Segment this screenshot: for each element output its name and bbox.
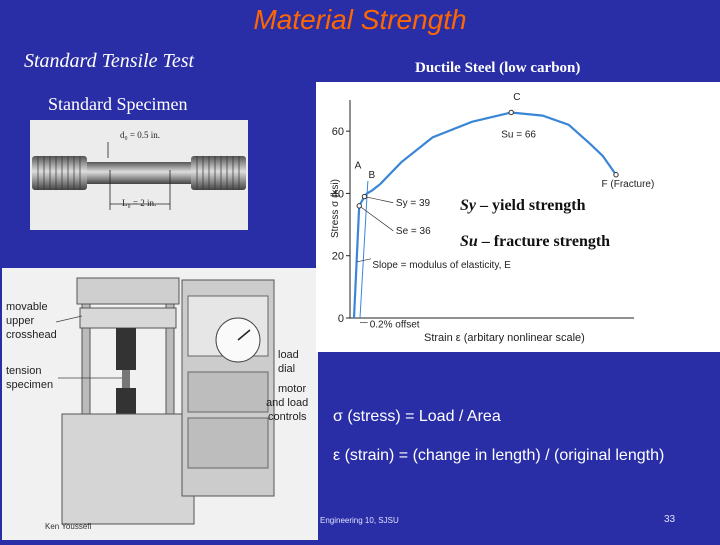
- stress-formula: σ (stress) = Load / Area: [333, 408, 501, 425]
- annotation-leader: [359, 205, 394, 232]
- annotation-leader: [364, 196, 394, 204]
- l0-label: L₀ = 2 in.: [122, 198, 156, 208]
- chart-point: [356, 203, 362, 209]
- chart-point: [361, 193, 368, 200]
- chart-point: [613, 172, 619, 178]
- tensile-machine-image: movable upper crosshead tension specimen…: [2, 268, 318, 540]
- point-c-label: C: [513, 92, 520, 103]
- legend-yield-strength: Sy – yield strength: [460, 197, 585, 215]
- machine-label-controls: controls: [268, 411, 307, 423]
- strain-formula: ε (strain) = (change in length) / (origi…: [333, 447, 665, 464]
- threaded-end-right: [191, 156, 246, 190]
- annotation-leader: [356, 258, 372, 263]
- machine-label-dial: dial: [278, 363, 295, 375]
- machine-label-motor: motor: [278, 383, 306, 395]
- legend-su-symbol: Su: [460, 233, 478, 250]
- slide-title: Material Strength: [253, 4, 467, 35]
- stress-strain-chart: Stress σ (ksi) Strain ε (arbitary nonlin…: [316, 82, 720, 352]
- y-tick-label: 60: [332, 126, 344, 138]
- tension-specimen: [122, 370, 130, 388]
- machine-label-movable: movable: [6, 301, 48, 313]
- machine-label-load: load: [278, 349, 299, 361]
- x-axis-label: Strain ε (arbitary nonlinear scale): [424, 332, 585, 344]
- threaded-end-left: [32, 156, 87, 190]
- machine-label-specimen: specimen: [6, 379, 53, 391]
- stress-strain-curve: [352, 111, 617, 319]
- offset-annotation: 0.2% offset: [370, 319, 420, 330]
- legend-su-text: – fracture strength: [481, 233, 611, 250]
- legend-sy-text: – yield strength: [480, 197, 586, 214]
- point-a-label: A: [355, 161, 362, 172]
- page-number: 33: [664, 514, 676, 525]
- motor-controls: [187, 417, 269, 469]
- specimen-label: Standard Specimen: [48, 94, 188, 114]
- se-annotation: Se = 36: [396, 226, 431, 237]
- specimen-image: d₀ = 0.5 in. L₀ = 2 in.: [30, 120, 248, 230]
- d0-label: d₀ = 0.5 in.: [120, 130, 160, 140]
- y-tick-label: 0: [338, 313, 344, 325]
- machine-label-tension: tension: [6, 365, 41, 377]
- machine-base: [61, 413, 195, 525]
- upper-crosshead: [79, 307, 177, 329]
- machine-label-upper: upper: [6, 315, 34, 327]
- y-axis-label: Stress σ (ksi): [330, 179, 341, 238]
- subtitle-tensile-test: Standard Tensile Test: [24, 50, 195, 72]
- subtitle-ductile-steel: Ductile Steel (low carbon): [415, 60, 581, 76]
- lower-grip: [116, 388, 136, 414]
- machine-label-crosshead: crosshead: [6, 329, 57, 341]
- sy-annotation: Sy = 39: [396, 198, 431, 209]
- footer-author: Ken Youssefi: [45, 522, 92, 531]
- y-tick-label: 20: [332, 251, 344, 263]
- legend-sy-symbol: Sy: [460, 197, 476, 214]
- upper-grip: [116, 328, 136, 370]
- footer-course: Engineering 10, SJSU: [320, 516, 399, 525]
- offset-line: [359, 180, 369, 319]
- chart-point: [508, 109, 514, 116]
- slope-annotation: Slope = modulus of elasticity, E: [372, 260, 511, 271]
- y-tick-label: 40: [332, 188, 344, 200]
- machine-label-and-load: and load: [266, 397, 308, 409]
- specimen-gauge: [87, 162, 191, 184]
- su-annotation: Su = 66: [501, 129, 536, 140]
- fracture-label: F (Fracture): [602, 179, 655, 190]
- legend-fracture-strength: Su – fracture strength: [460, 233, 610, 251]
- point-b-label: B: [368, 170, 375, 181]
